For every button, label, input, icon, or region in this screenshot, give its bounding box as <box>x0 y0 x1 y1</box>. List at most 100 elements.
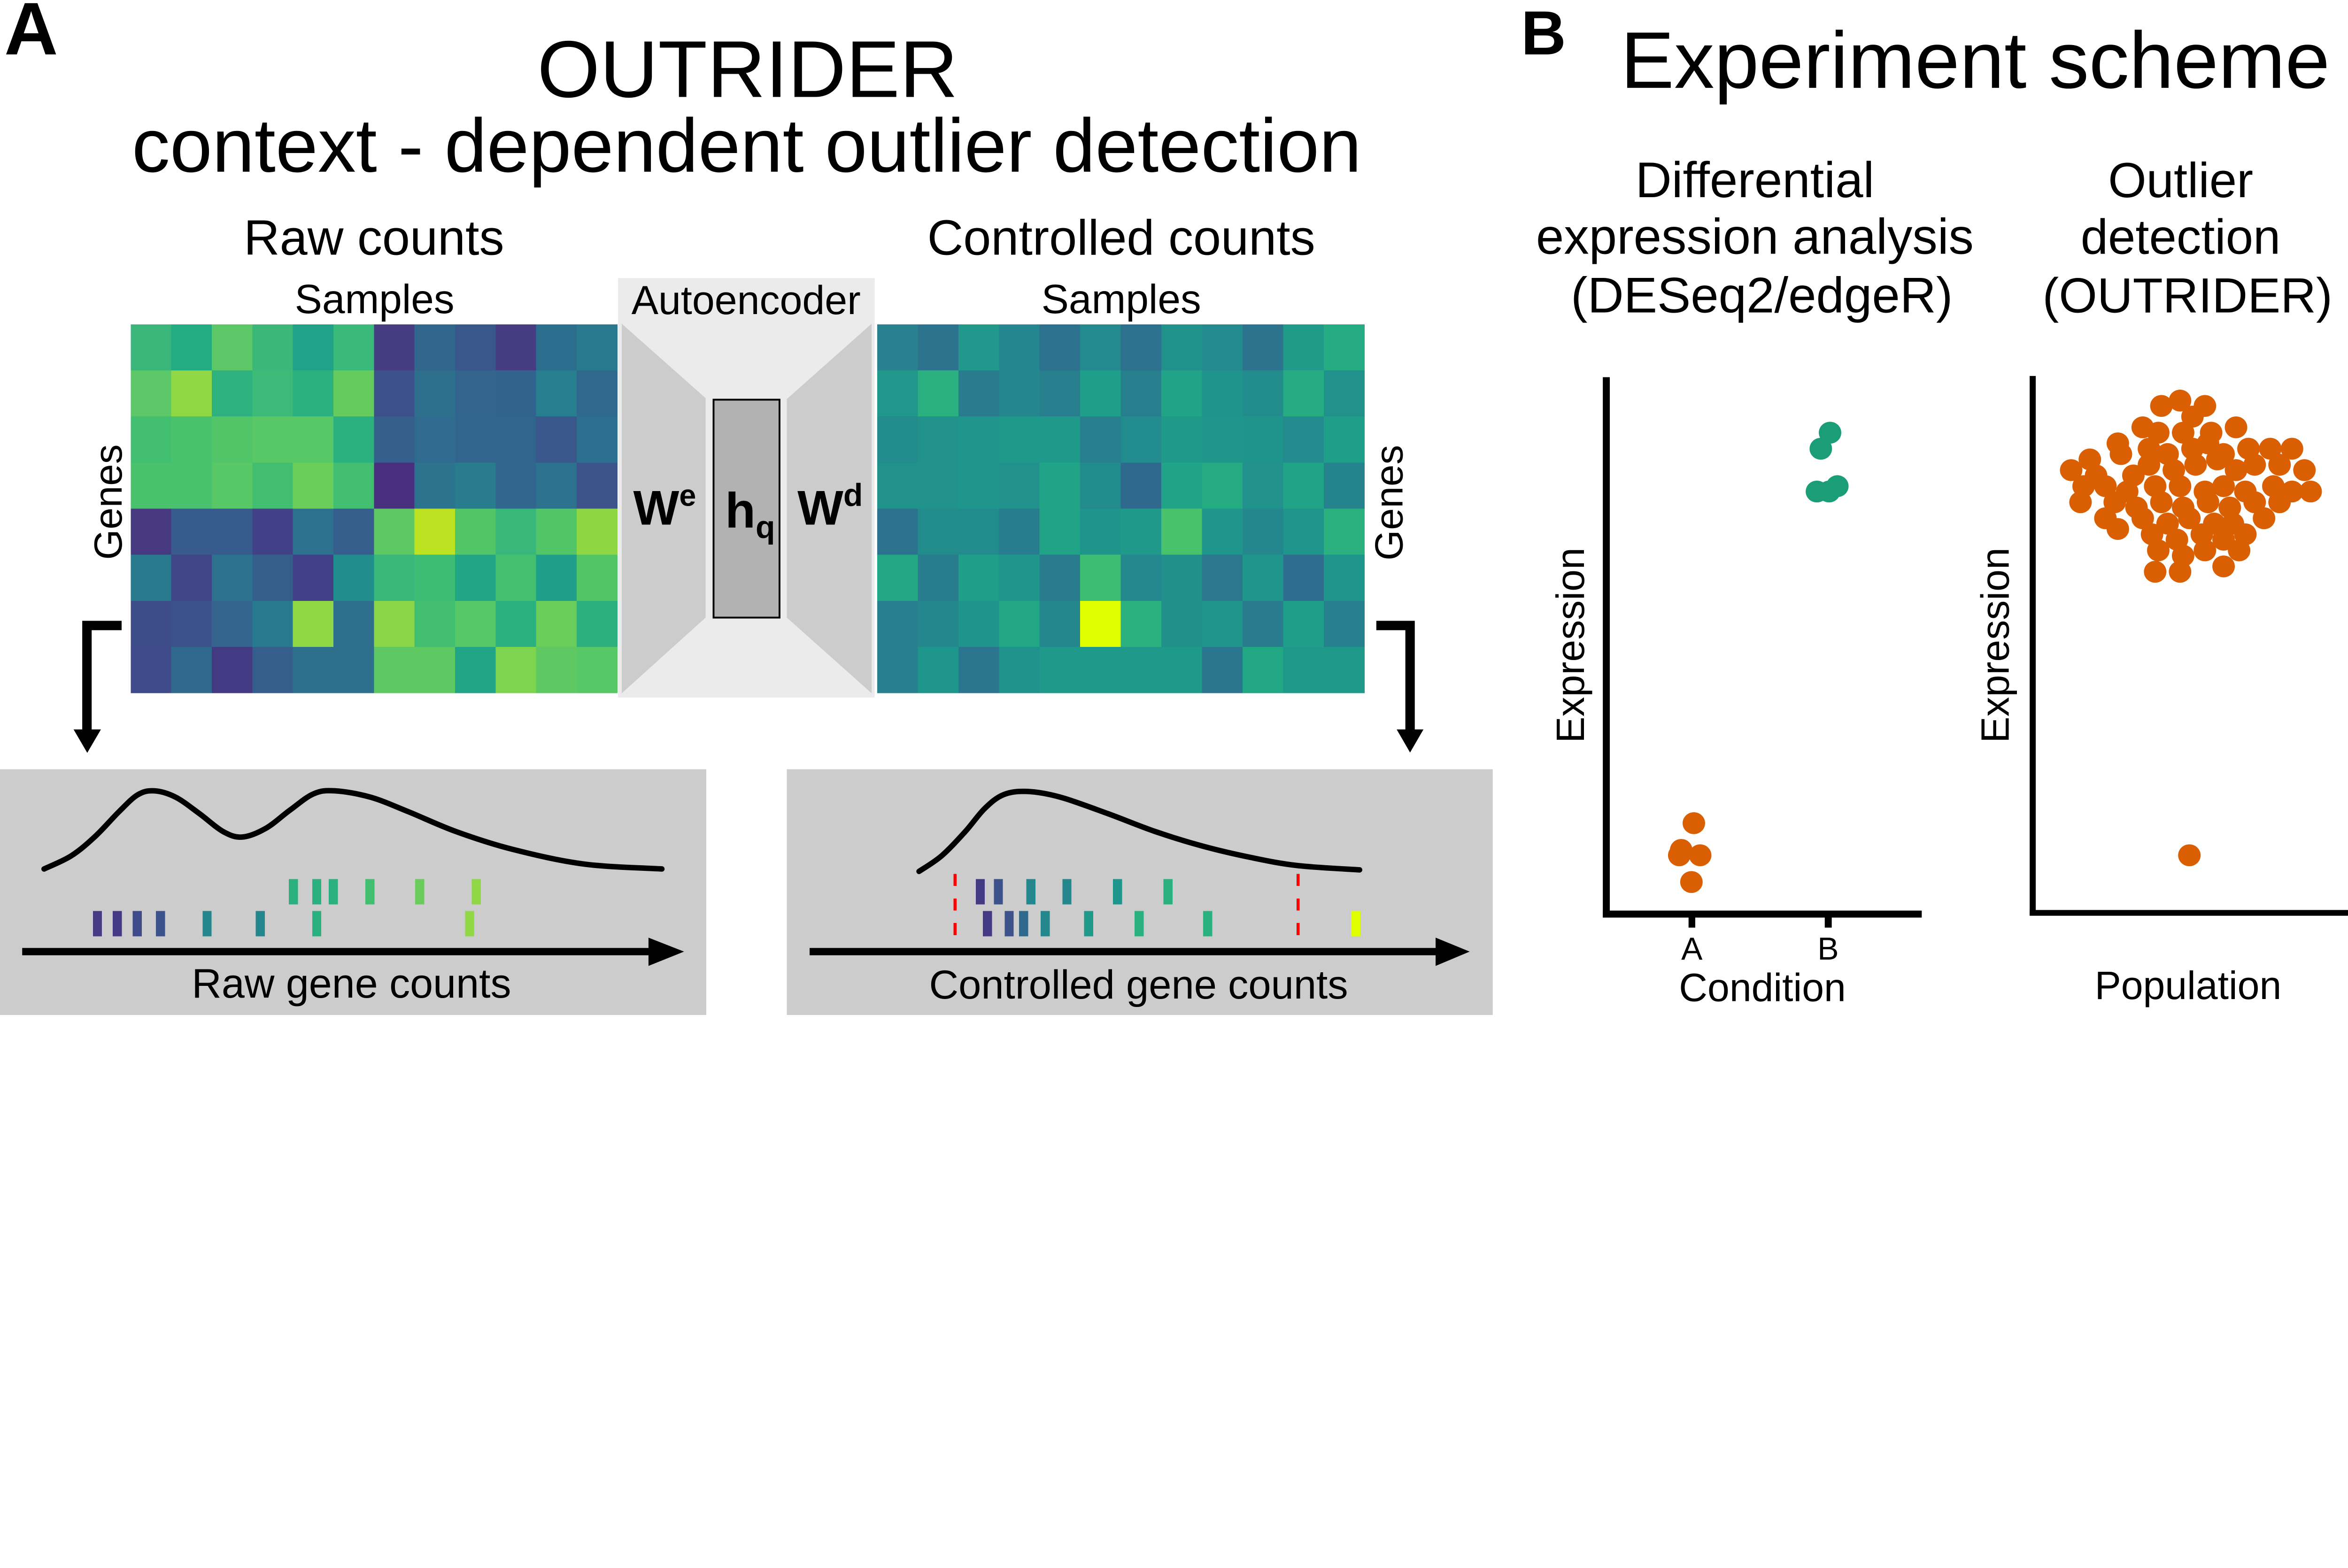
raw-heatmap-cell <box>212 508 253 555</box>
controlled-heatmap-cell <box>877 554 918 601</box>
raw-heatmap-cell <box>495 508 537 555</box>
raw-tick-top <box>365 879 375 905</box>
controlled-heatmap-cell <box>958 508 999 555</box>
controlled-heatmap-cell <box>1283 324 1324 371</box>
od-outlier-point <box>2178 844 2201 867</box>
raw-heatmap-cell <box>374 646 415 693</box>
controlled-heatmap-cell <box>1161 416 1203 463</box>
raw-heatmap-cell <box>333 370 374 417</box>
od-population-point <box>2259 438 2282 460</box>
controlled-heatmap-cell <box>1202 600 1243 647</box>
od-population-point <box>2181 406 2204 428</box>
raw-tick-top <box>312 879 322 905</box>
raw-heatmap-cell <box>293 370 334 417</box>
raw-heatmap-cell <box>374 462 415 509</box>
raw-heatmap-cell <box>414 554 456 601</box>
raw-heatmap-cell <box>333 462 374 509</box>
controlled-heatmap-cell <box>1243 508 1284 555</box>
controlled-heatmap-cell <box>918 600 959 647</box>
controlled-heatmap-cell <box>999 508 1040 555</box>
raw-heatmap-cell <box>455 370 496 417</box>
raw-tick-bottom <box>113 911 122 937</box>
controlled-heatmap-cell <box>877 416 918 463</box>
controlled-heatmap-cell <box>1324 554 1365 601</box>
controlled-heatmap-cell <box>1080 324 1121 371</box>
raw-heatmap-cell <box>293 600 334 647</box>
od-population-point <box>2184 453 2207 476</box>
raw-heatmap-cell <box>212 370 253 417</box>
controlled-heatmap-cell <box>918 324 959 371</box>
raw-tick-bottom <box>202 911 212 937</box>
controlled-heatmap-cell <box>1080 462 1121 509</box>
raw-heatmap-cell <box>414 416 456 463</box>
raw-heatmap-cell <box>576 324 618 371</box>
raw-heatmap-cell <box>536 370 577 417</box>
raw-heatmap-cell <box>333 600 374 647</box>
de-title-line-3: (DESeq2/edgeR) <box>1571 267 1953 323</box>
raw-heatmap-cell <box>333 324 374 371</box>
controlled-heatmap-cell <box>1120 600 1162 647</box>
decoder-label-main: W <box>797 480 843 535</box>
od-population-point <box>2103 491 2126 514</box>
controlled-tick-top <box>1026 879 1035 905</box>
controlled-heatmap-cell <box>1243 554 1284 601</box>
raw-heatmap-cell <box>171 508 212 555</box>
raw-heatmap-cell <box>212 554 253 601</box>
controlled-heatmap-cell <box>1161 600 1203 647</box>
raw-heatmap-cell <box>333 554 374 601</box>
raw-heatmap-cell <box>576 416 618 463</box>
panel-a-title: OUTRIDER <box>537 25 958 115</box>
controlled-heatmap-cell <box>1202 324 1243 371</box>
raw-heatmap-cell <box>414 646 456 693</box>
raw-heatmap-cell <box>455 646 496 693</box>
raw-heatmap-cell <box>414 462 456 509</box>
controlled-down-arrow-shaft <box>1376 621 1415 731</box>
od-population-point <box>2144 561 2167 583</box>
raw-tick-top <box>415 879 425 905</box>
od-population-point <box>2299 480 2322 503</box>
raw-heatmap-cell <box>171 646 212 693</box>
hidden-layer <box>712 399 780 619</box>
controlled-samples-label: Samples <box>1042 276 1201 322</box>
raw-heatmap-cell <box>333 646 374 693</box>
controlled-tick-bottom <box>1041 911 1050 937</box>
de-tick-b <box>1824 916 1832 928</box>
controlled-heatmap-cell <box>1161 370 1203 417</box>
controlled-heatmap-cell <box>958 324 999 371</box>
de-tick-label-a: A <box>1681 931 1703 967</box>
controlled-heatmap-cell <box>999 646 1040 693</box>
raw-heatmap-cell <box>212 462 253 509</box>
de-x-axis <box>1603 910 1922 918</box>
controlled-heatmap-cell <box>1324 416 1365 463</box>
controlled-heatmap-cell <box>1120 324 1162 371</box>
controlled-heatmap-cell <box>1243 646 1284 693</box>
raw-heatmap-cell <box>536 554 577 601</box>
controlled-heatmap-cell <box>999 416 1040 463</box>
controlled-tick-bottom <box>1203 911 1213 937</box>
controlled-axis-arrow-icon <box>810 938 1470 966</box>
controlled-heatmap-cell <box>918 554 959 601</box>
controlled-heatmap-cell <box>1080 416 1121 463</box>
controlled-heatmap-cell <box>958 554 999 601</box>
controlled-genes-label: Genes <box>1367 445 1411 561</box>
controlled-heatmap-cell <box>1283 554 1324 601</box>
controlled-heatmap-cell <box>1039 462 1081 509</box>
controlled-heatmap-cell <box>1243 416 1284 463</box>
panel-a-subtitle: context - dependent outlier detection <box>132 103 1361 188</box>
encoder-label-sup: e <box>679 478 696 512</box>
raw-heatmap-cell <box>171 600 212 647</box>
de-points <box>1668 422 1849 893</box>
controlled-tick-bottom <box>1135 911 1144 937</box>
controlled-heatmap-cell <box>877 324 918 371</box>
od-population-point <box>2243 453 2266 476</box>
controlled-heatmap-cell <box>1120 462 1162 509</box>
controlled-tick-bottom <box>1004 911 1014 937</box>
controlled-heatmap-cell <box>1039 600 1081 647</box>
controlled-distribution-box: Controlled gene counts <box>787 769 1493 1015</box>
raw-tick-bottom <box>156 911 165 937</box>
de-point-a <box>1680 871 1703 893</box>
de-tick-a <box>1688 916 1695 928</box>
de-point-b <box>1819 422 1841 444</box>
controlled-count-ticks <box>953 874 1360 937</box>
encoder-block <box>621 323 706 693</box>
